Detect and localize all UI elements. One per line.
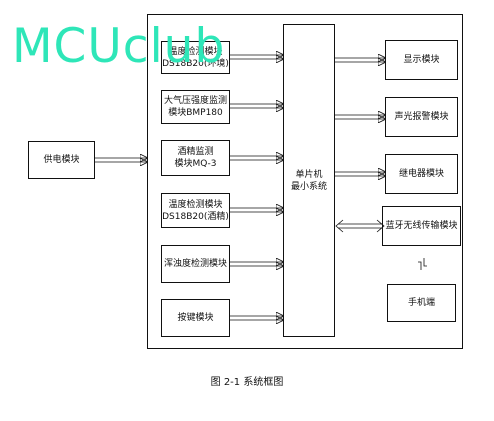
input-temp-env-box: 温度检测模块 DS18B20(环境) — [161, 41, 230, 74]
phone-box: 手机端 — [387, 284, 456, 322]
bluetooth-bidirectional-arrow — [335, 219, 385, 233]
figure-caption: 图 2-1 系统框图 — [210, 377, 284, 388]
input-pressure-box: 大气压强度监测 模块BMP180 — [161, 90, 230, 124]
output-alarm-box: 声光报警模块 — [385, 97, 458, 137]
watermark-logo: MCUclub — [12, 19, 226, 74]
input-temp-alcohol-box: 温度检测模块 DS18B20(酒精) — [161, 193, 230, 228]
system-boundary — [147, 14, 463, 349]
output-arrows — [335, 58, 385, 176]
input-keypad-box: 按键模块 — [161, 299, 230, 337]
mcu-box: 单片机 最小系统 — [283, 24, 335, 337]
input-turbidity-box: 浑浊度检测模块 — [161, 245, 230, 283]
wireless-link-mark — [418, 258, 427, 270]
output-bluetooth-box: 蓝牙无线传输模块 — [382, 206, 461, 246]
power-module-box: 供电模块 — [28, 141, 95, 179]
output-relay-box: 继电器模块 — [385, 154, 458, 194]
input-arrows — [230, 55, 283, 320]
input-alcohol-box: 酒精监测 模块MQ-3 — [161, 140, 230, 176]
